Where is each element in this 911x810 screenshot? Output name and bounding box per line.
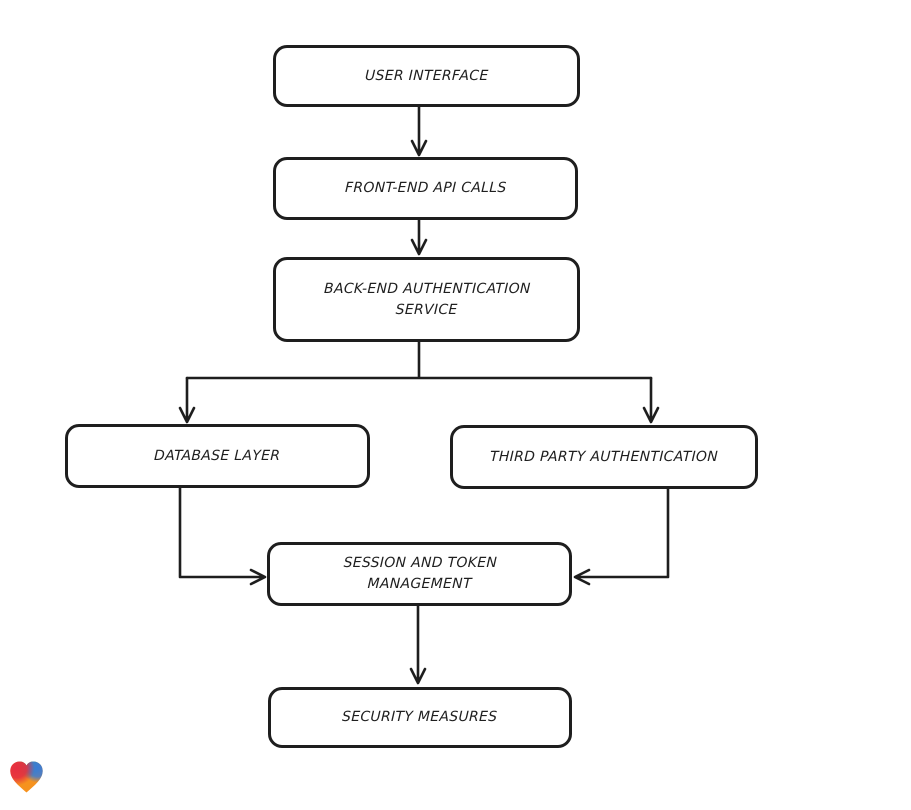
node-security-measures: SECURITY MEASURES: [268, 687, 572, 748]
node-label: SESSION AND TOKEN MANAGEMENT: [342, 555, 497, 592]
edge-session-to-security: [409, 603, 427, 685]
node-label: BACK-END AUTHENTICATION SERVICE: [323, 280, 531, 318]
gradient-heart-icon: [10, 761, 43, 793]
node-label: FRONT-END API CALLS: [344, 180, 507, 196]
node-label: USER INTERFACE: [364, 67, 489, 84]
edge-database-to-session: [178, 485, 267, 586]
node-front-end-api-calls: FRONT-END API CALLS: [273, 157, 578, 220]
node-session-and-token-management: SESSION AND TOKEN MANAGEMENT: [267, 542, 572, 606]
node-label: SECURITY MEASURES: [342, 709, 498, 725]
edge-third-party-to-session: [573, 486, 670, 586]
edge-back-end-branch-split: [185, 339, 653, 380]
edge-back-end-to-database-layer: [178, 376, 196, 424]
node-back-end-authentication-service: BACK-END AUTHENTICATION SERVICE: [273, 257, 580, 342]
node-label: THIRD PARTY AUTHENTICATION: [489, 448, 719, 465]
node-label: DATABASE LAYER: [154, 447, 281, 464]
edge-back-end-to-third-party: [642, 376, 660, 424]
edge-user-interface-to-front-end: [410, 103, 428, 157]
edge-front-end-to-back-end: [410, 217, 428, 256]
node-database-layer: DATABASE LAYER: [65, 424, 370, 488]
node-third-party-authentication: THIRD PARTY AUTHENTICATION: [450, 425, 758, 489]
node-user-interface: USER INTERFACE: [273, 45, 580, 107]
